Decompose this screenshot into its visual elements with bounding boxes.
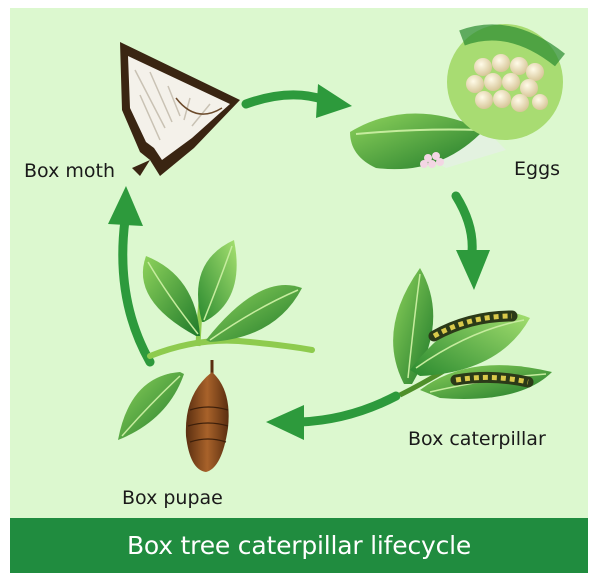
label-eggs: Eggs: [514, 158, 560, 180]
arrow-pupae-to-moth: [123, 220, 150, 362]
arrow-moth-to-eggs: [246, 95, 325, 104]
label-box-pupae: Box pupae: [122, 487, 223, 509]
egg-leaf-illustration: [350, 24, 563, 169]
diagram-title-banner: Box tree caterpillar lifecycle: [10, 518, 588, 573]
label-box-caterpillar: Box caterpillar: [408, 428, 546, 450]
arrow-eggs-to-caterpillar: [456, 196, 472, 252]
caterpillar-leaf-illustration: [393, 268, 552, 399]
arrow-caterpillar-to-pupae: [300, 396, 396, 422]
diagram-title: Box tree caterpillar lifecycle: [127, 531, 471, 560]
pupa-branch-illustration: [118, 240, 312, 472]
caterpillar-2: [456, 377, 528, 382]
moth-illustration: [120, 42, 240, 176]
label-box-moth: Box moth: [24, 160, 115, 182]
